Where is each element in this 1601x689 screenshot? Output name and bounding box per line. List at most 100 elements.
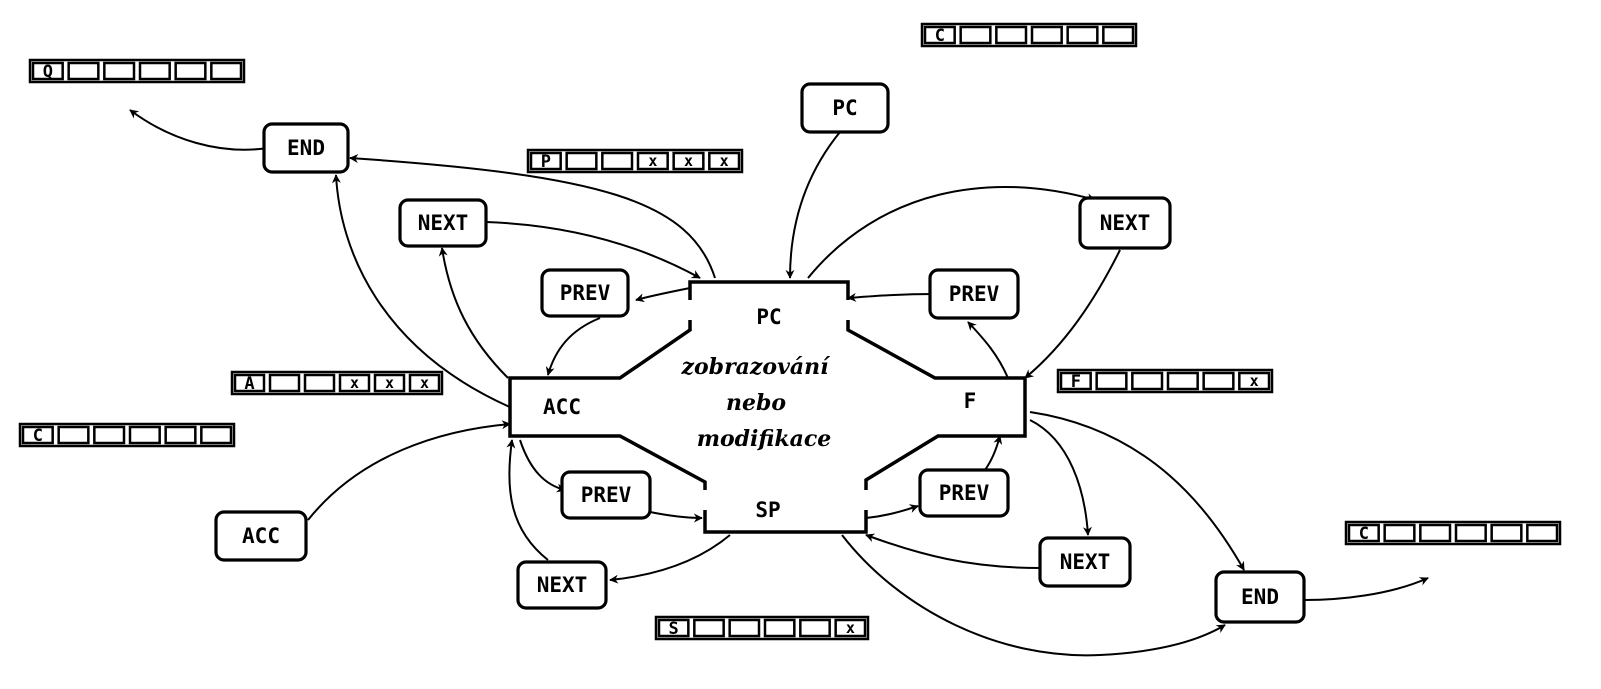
register-cell (672, 151, 705, 171)
register-c-top: C (920, 22, 1138, 48)
register-cell (210, 61, 243, 81)
register-label-box (1347, 523, 1380, 543)
node-prev-bottom-right: PREV (918, 468, 1010, 518)
register-cell (1383, 523, 1416, 543)
register-cell-mark: x (720, 152, 729, 170)
register-cell (408, 373, 441, 393)
register-cell-mark: x (846, 619, 855, 637)
node-next-right: NEXT (1078, 196, 1172, 250)
edge-f-to-end-bottom (1029, 411, 1245, 571)
edges (129, 109, 1429, 657)
node-next-bottom-right: NEXT (1038, 536, 1132, 588)
register-cell (200, 425, 233, 445)
register-label-box (1059, 371, 1092, 391)
node-prev-top-right-label: PREV (949, 282, 1000, 306)
register-label: C (935, 26, 945, 46)
edge-acc-to-prev-bottom-left (519, 439, 566, 493)
register-cell (1095, 371, 1128, 391)
register-cell (834, 618, 867, 638)
register-cell (995, 25, 1028, 45)
node-prev-top-left-label: PREV (560, 281, 611, 305)
register-cell (1490, 523, 1523, 543)
central-block: PC ACC F SP zobrazování nebo modifikace (508, 280, 1027, 534)
edge-prev-top-left-to-acc (545, 317, 601, 376)
edge-sp-to-prev-bottom-right (865, 504, 919, 519)
node-end-bottom: END (1214, 570, 1306, 624)
register-cell (174, 61, 207, 81)
edge-next-left-to-pc (485, 221, 701, 279)
register-cell (57, 425, 90, 445)
edge-end-bottom-exit (1304, 577, 1429, 601)
register-cell (1131, 371, 1164, 391)
node-pc-top-label: PC (832, 96, 857, 120)
edge-f-to-prev-top-right (967, 321, 1009, 379)
node-acc-left-label: ACC (242, 524, 280, 548)
edge-prev-top-right-to-pc (847, 292, 936, 302)
edge-next-right-to-f (1024, 249, 1121, 379)
register-cell (1419, 523, 1452, 543)
register-cell-mark: x (1250, 372, 1259, 390)
edge-end-top-exit (129, 109, 269, 151)
register-label: S (669, 619, 679, 639)
register-label-box (21, 425, 54, 445)
center-line-1: zobrazování (681, 354, 832, 380)
register-cell (1526, 523, 1559, 543)
register-cell (164, 425, 197, 445)
register-label: P (541, 152, 551, 172)
register-cell (728, 618, 761, 638)
register-label: C (1359, 524, 1369, 544)
register-label-box (923, 25, 956, 45)
register-c-right: C (1344, 520, 1562, 546)
register-cell (708, 151, 741, 171)
edge-acc-to-end-top (331, 174, 513, 409)
register-cell-mark: x (385, 374, 394, 392)
center-line-2: nebo (726, 390, 786, 416)
register-label: Q (43, 62, 53, 82)
register-cell-mark: x (420, 374, 429, 392)
register-cell (1102, 25, 1135, 45)
node-next-left: NEXT (398, 198, 488, 248)
register-label: C (33, 426, 43, 446)
register-cell (303, 373, 336, 393)
register-cell (565, 151, 598, 171)
register-cell (959, 25, 992, 45)
register-q: Q (28, 58, 246, 84)
node-next-left-label: NEXT (418, 211, 469, 235)
edge-acc-left-to-acc (307, 420, 511, 521)
register-cell-mark: x (350, 374, 359, 392)
node-next-bottom-left-label: NEXT (537, 573, 588, 597)
register-cell (693, 618, 725, 638)
register-label: F (1071, 372, 1081, 392)
node-prev-bottom-left-label: PREV (581, 483, 632, 507)
register-cell (93, 425, 126, 445)
node-end-bottom-label: END (1241, 585, 1279, 609)
register-cell (1066, 25, 1099, 45)
node-end-top-label: END (287, 136, 325, 160)
register-cell (1166, 371, 1199, 391)
node-next-bottom-left: NEXT (516, 560, 608, 610)
register-cell (601, 151, 634, 171)
register-cell-mark: x (648, 152, 657, 170)
register-cell (67, 61, 100, 81)
register-label-box (233, 373, 266, 393)
register-cell (338, 373, 371, 393)
node-prev-bottom-right-label: PREV (939, 481, 990, 505)
center-line-3: modifikace (697, 426, 832, 452)
register-cell (373, 373, 406, 393)
edge-pc-to-prev-top-left (635, 287, 691, 303)
central-octagon (508, 280, 1027, 534)
edge-pc-to-next-right (807, 186, 1096, 279)
register-label-box (31, 61, 64, 81)
register-cell (636, 151, 669, 171)
register-label-box (657, 618, 690, 638)
center-sp-label: SP (755, 498, 780, 522)
register-label: A (244, 374, 254, 394)
edge-sp-to-next-bottom-left (609, 534, 731, 584)
register-cell (1202, 371, 1235, 391)
edge-acc-to-next-left (438, 247, 509, 379)
node-prev-bottom-left: PREV (560, 470, 652, 520)
